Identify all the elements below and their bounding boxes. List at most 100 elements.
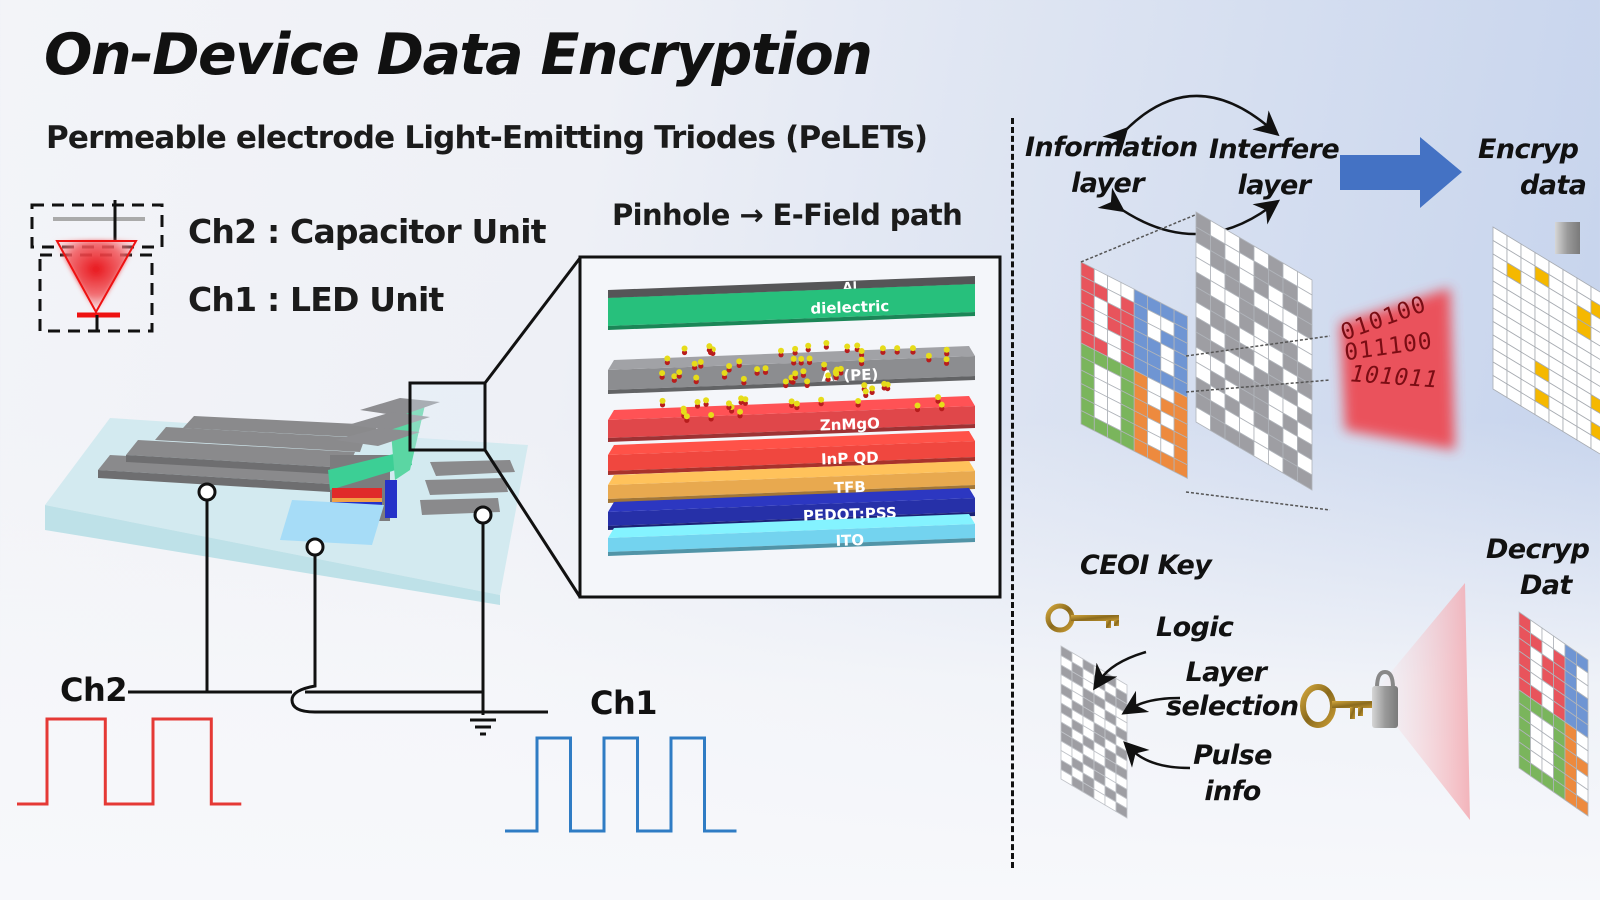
nanoparticle-dot <box>938 401 945 408</box>
layer-al-pe- <box>608 356 975 390</box>
nanoparticle-dot <box>821 361 828 368</box>
encrypted-data-line1: Encryp <box>1478 134 1579 165</box>
projection-lines <box>1080 214 1331 511</box>
nanoparticle-dot <box>738 395 745 402</box>
ch1-label: Ch1 <box>590 684 658 722</box>
nanoparticle-dot <box>721 369 728 376</box>
contact-gate <box>305 537 325 557</box>
encrypted-data-line2: data <box>1520 170 1587 201</box>
grid-cell <box>1590 285 1600 306</box>
nanoparticle-dot <box>862 388 869 395</box>
ch1-pulse-waveform <box>505 736 737 833</box>
padlock-icon <box>1555 222 1580 254</box>
grid-cell <box>1590 434 1600 455</box>
key-annotation-arrows <box>1093 650 1191 770</box>
nanoparticle-dot <box>694 399 701 406</box>
information-layer-line2: layer <box>1071 168 1144 199</box>
grid-cell <box>1590 380 1600 401</box>
nanoparticle-dot <box>844 343 851 350</box>
grid-cell <box>1590 326 1600 347</box>
nanoparticle-dot <box>798 355 805 362</box>
nanoparticle-dot <box>805 342 812 349</box>
nanoparticle-dot <box>825 372 832 379</box>
encrypt-arrow-icon <box>1340 137 1462 208</box>
grid-cell <box>1590 312 1600 333</box>
nanoparticle-dot <box>754 366 761 373</box>
grid-cell <box>1590 339 1600 360</box>
layer-label: dielectric <box>810 297 889 318</box>
nanoparticle-dot <box>737 408 744 415</box>
nanoparticle-dot <box>837 365 844 372</box>
grid-cell <box>1115 801 1128 819</box>
key-icon <box>1045 603 1119 633</box>
nanoparticle-dot <box>659 397 666 404</box>
layer-top-face <box>608 461 975 485</box>
nanoparticle-dot <box>683 413 690 420</box>
grid-cell <box>1590 407 1600 428</box>
encrypted-data-grid <box>1492 226 1600 455</box>
nanoparticle-dot <box>879 345 886 352</box>
layer-edge <box>608 376 975 394</box>
nanoparticle-dot <box>671 373 678 380</box>
pulse-info-label: Pulse info <box>1190 738 1275 810</box>
nanoparticle-dot <box>869 385 876 392</box>
nanoparticle-dot <box>706 343 713 350</box>
key-in-lock-icon <box>1300 669 1398 728</box>
decrypted-data-label: Decryp Dat <box>1486 532 1600 604</box>
nanoparticle-dot <box>676 369 683 376</box>
ceoi-key-grid <box>1060 645 1128 819</box>
layer-edge <box>608 457 975 475</box>
pulse-info-line2: info <box>1204 776 1261 807</box>
light-cone <box>1372 583 1470 820</box>
nanoparticle-dot <box>855 397 862 404</box>
nanoparticle-dot <box>664 355 671 362</box>
decrypted-data-line2: Dat <box>1520 570 1572 601</box>
layer-swap-arrows <box>1097 94 1281 236</box>
page-title: On-Device Data Encryption <box>44 22 873 88</box>
nanoparticle-dot <box>680 408 687 415</box>
information-layer-line1: Information <box>1025 132 1198 163</box>
legend-ch2-capacitor: Ch2 : Capacitor Unit <box>188 212 546 251</box>
nanoparticle-dot <box>881 380 888 387</box>
layer-label: InP QD <box>821 448 879 468</box>
binary-cipher-card <box>1340 288 1455 450</box>
layer-edge <box>608 538 975 556</box>
nanoparticle-dot <box>818 396 825 403</box>
nanoparticle-dot <box>792 345 799 352</box>
nanoparticle-dot <box>736 358 743 365</box>
nanoparticle-dot <box>762 365 769 372</box>
interfere-layer-grid <box>1195 211 1313 491</box>
nanoparticle-dot <box>790 355 797 362</box>
nanoparticle-dot <box>778 347 785 354</box>
grid-cell <box>1297 465 1313 491</box>
nanoparticle-dot <box>854 342 861 349</box>
layer-edge <box>608 424 975 442</box>
layer-selection-line1: Layer <box>1185 657 1267 688</box>
layer-al <box>608 276 975 298</box>
grid-cell <box>1590 420 1600 441</box>
layer-label: TFB <box>834 478 867 497</box>
interfere-layer-line2: layer <box>1237 170 1311 201</box>
decrypted-data-grid <box>1518 611 1589 817</box>
nanoparticle-dot <box>725 400 732 407</box>
layer-selection-line2: selection <box>1166 691 1299 722</box>
legend-ch1-led: Ch1 : LED Unit <box>188 280 444 319</box>
nanoparticle-dot <box>943 346 950 353</box>
encrypted-data-label: Encryp data <box>1478 132 1600 204</box>
layer-selection-label: Layer selection <box>1166 655 1299 725</box>
nanoparticle-dot <box>788 374 795 381</box>
nanoparticle-dot <box>792 370 799 377</box>
interfere-layer-line1: Interfere <box>1208 134 1340 165</box>
nanoparticle-dot <box>800 368 807 375</box>
layer-top-face <box>608 488 975 512</box>
nanoparticle-dot <box>793 400 800 407</box>
grid-cell <box>1590 393 1600 414</box>
information-layer-label: Information layer <box>1025 130 1198 202</box>
nanoparticle-dot <box>659 370 666 377</box>
grid-cell <box>1590 299 1600 320</box>
nanoparticle-dot <box>823 340 830 347</box>
layer-label: ZnMgO <box>820 414 881 434</box>
nanoparticle-dot <box>708 411 715 418</box>
grid-cell <box>1173 457 1188 480</box>
nanoparticle-dot <box>697 359 704 366</box>
